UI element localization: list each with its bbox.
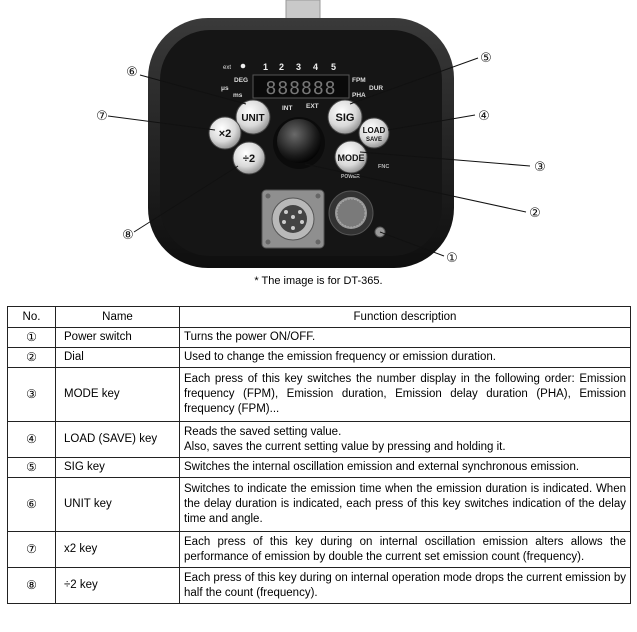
channel-number: 3 xyxy=(296,62,301,72)
callout-7: ⑦ xyxy=(96,109,108,124)
row-number: ⑥ xyxy=(7,477,56,532)
row-description: Turns the power ON/OFF. xyxy=(179,327,631,348)
callout-3: ③ xyxy=(534,160,546,175)
svg-text:×2: ×2 xyxy=(219,128,232,140)
row-name: SIG key xyxy=(55,457,180,478)
table-row: ① Power switch Turns the power ON/OFF. xyxy=(7,327,631,348)
mode-button[interactable]: MODE xyxy=(334,140,368,174)
row-name: Power switch xyxy=(55,327,180,348)
callout-line-1 xyxy=(379,231,445,257)
led-display xyxy=(252,74,350,99)
row-description: Reads the saved setting value. Also, sav… xyxy=(179,421,631,458)
int-label: INT xyxy=(282,105,293,112)
table-row: ② Dial Used to change the emission frequ… xyxy=(7,347,631,368)
callout-line-3 xyxy=(359,151,531,167)
callout-2: ② xyxy=(529,206,541,221)
dial-knob[interactable] xyxy=(273,117,325,169)
unit-label-ms: ms xyxy=(233,92,243,99)
row-number: ④ xyxy=(7,421,56,458)
channel-number: 5 xyxy=(331,62,336,72)
callout-1: ① xyxy=(446,251,458,266)
callout-line-2 xyxy=(304,163,527,213)
svg-text:LOAD: LOAD xyxy=(363,126,386,135)
figure-caption: * The image is for DT-365. xyxy=(254,275,383,287)
unit-label-us: μs xyxy=(221,85,229,92)
callout-8: ⑧ xyxy=(122,228,134,243)
row-name: MODE key xyxy=(55,367,180,422)
small-ext-label: ext xyxy=(223,65,231,71)
svg-text:UNIT: UNIT xyxy=(241,113,264,124)
callout-line-8 xyxy=(133,165,239,233)
channel-number: 4 xyxy=(313,62,318,72)
callout-line-4 xyxy=(387,114,476,131)
load-save-button[interactable]: LOAD SAVE xyxy=(358,117,390,149)
power-label: POWER xyxy=(341,174,360,180)
row-description: Switches to indicate the emission time w… xyxy=(179,477,631,532)
callout-line-7 xyxy=(107,115,216,131)
channel-number: 1 xyxy=(263,62,268,72)
led-digits: 888888 xyxy=(265,78,336,99)
table-row: ⑥ UNIT key Switches to indicate the emis… xyxy=(7,477,631,532)
unit-label-dur: DUR xyxy=(369,85,383,92)
power-switch[interactable] xyxy=(328,190,374,236)
callout-5: ⑤ xyxy=(480,51,492,66)
row-description: Used to change the emission frequency or… xyxy=(179,347,631,368)
row-number: ⑤ xyxy=(7,457,56,478)
row-number: ③ xyxy=(7,367,56,422)
callout-line-6 xyxy=(139,74,247,105)
table-header-row: No. Name Function description xyxy=(7,306,631,328)
unit-label-fpm: FPM xyxy=(352,77,366,84)
channel-number: 2 xyxy=(279,62,284,72)
row-description: Each press of this key during on interna… xyxy=(179,567,631,604)
row-name: UNIT key xyxy=(55,477,180,532)
svg-text:÷2: ÷2 xyxy=(243,153,255,165)
device-figure: ext 1 2 3 4 5 DEG μs ms FPM DUR PHA 8888… xyxy=(96,0,546,268)
row-description: Each press of this key switches the numb… xyxy=(179,367,631,422)
unit-label-deg: DEG xyxy=(234,77,248,84)
row-description: Each press of this key during on interna… xyxy=(179,531,631,568)
header-no: No. xyxy=(7,306,56,328)
row-description: Switches the internal oscillation emissi… xyxy=(179,457,631,478)
sig-button[interactable]: SIG xyxy=(327,99,363,135)
callout-4: ④ xyxy=(478,109,490,124)
row-name: ÷2 key xyxy=(55,567,180,604)
svg-text:SAVE: SAVE xyxy=(366,137,382,143)
ext-label: EXT xyxy=(306,103,319,110)
row-number: ⑦ xyxy=(7,531,56,568)
div2-button[interactable]: ÷2 xyxy=(232,141,266,175)
unit-label-pha: PHA xyxy=(352,92,366,99)
header-function-description: Function description xyxy=(179,306,631,328)
signal-connector xyxy=(261,189,325,249)
row-number: ⑧ xyxy=(7,567,56,604)
row-name: LOAD (SAVE) key xyxy=(55,421,180,458)
header-name: Name xyxy=(55,306,180,328)
svg-text:MODE: MODE xyxy=(338,153,365,163)
table-row: ④ LOAD (SAVE) key Reads the saved settin… xyxy=(7,421,631,458)
svg-text:SIG: SIG xyxy=(336,112,355,124)
callout-6: ⑥ xyxy=(126,65,138,80)
callout-line-5 xyxy=(349,57,479,105)
fnc-label: FNC xyxy=(378,164,389,170)
function-table: No. Name Function description ① Power sw… xyxy=(7,306,631,604)
unit-button[interactable]: UNIT xyxy=(235,99,271,135)
table-row: ⑧ ÷2 key Each press of this key during o… xyxy=(7,567,631,604)
row-name: Dial xyxy=(55,347,180,368)
row-number: ① xyxy=(7,327,56,348)
table-row: ⑦ x2 key Each press of this key during o… xyxy=(7,531,631,568)
row-name: x2 key xyxy=(55,531,180,568)
x2-button[interactable]: ×2 xyxy=(208,116,242,150)
table-row: ⑤ SIG key Switches the internal oscillat… xyxy=(7,457,631,478)
channel-indicator-icon xyxy=(240,63,246,69)
row-number: ② xyxy=(7,347,56,368)
table-row: ③ MODE key Each press of this key switch… xyxy=(7,367,631,422)
